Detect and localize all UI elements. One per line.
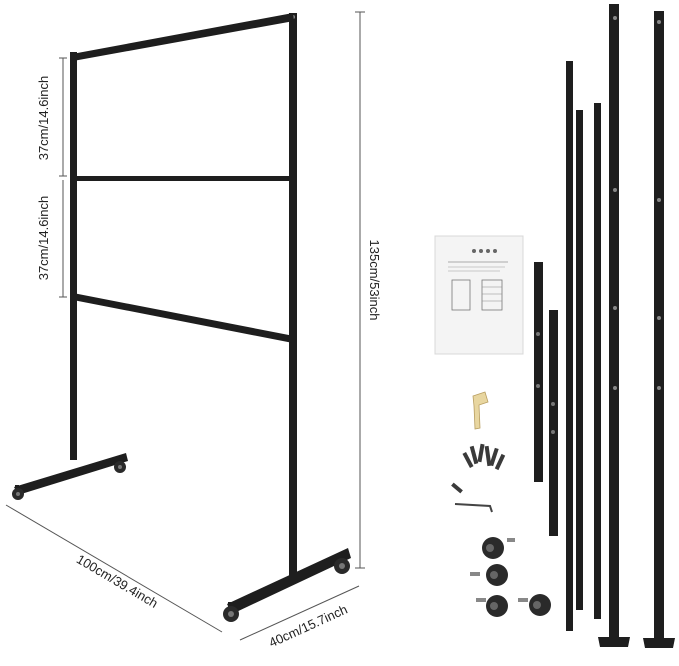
instruction-manual (434, 235, 524, 355)
short-bars (534, 262, 558, 536)
wrench-icon (472, 391, 489, 430)
lower-gap-label: 37cm/14.6inch (36, 196, 51, 281)
rear-base-foot (14, 453, 128, 495)
long-poles (566, 4, 675, 648)
height-label: 135cm/53inch (367, 240, 382, 321)
caster-wheel (114, 457, 126, 473)
top-bar (72, 13, 294, 61)
width-label: 100cm/39.4inch (74, 551, 161, 611)
caster-wheel (334, 553, 350, 574)
assembled-rack (12, 13, 351, 622)
dimension-lines (5, 11, 365, 641)
caster-wheel (12, 485, 24, 500)
screws-pile (451, 443, 506, 494)
right-upright (289, 13, 297, 578)
left-upright (70, 52, 77, 460)
upper-gap-label: 37cm/14.6inch (36, 76, 51, 161)
front-base-foot (227, 548, 351, 614)
caster-wheels-parts (470, 537, 551, 617)
allen-key-icon (454, 503, 493, 513)
caster-wheel (223, 602, 239, 622)
bottom-bar (73, 293, 296, 343)
middle-bar (73, 176, 293, 181)
